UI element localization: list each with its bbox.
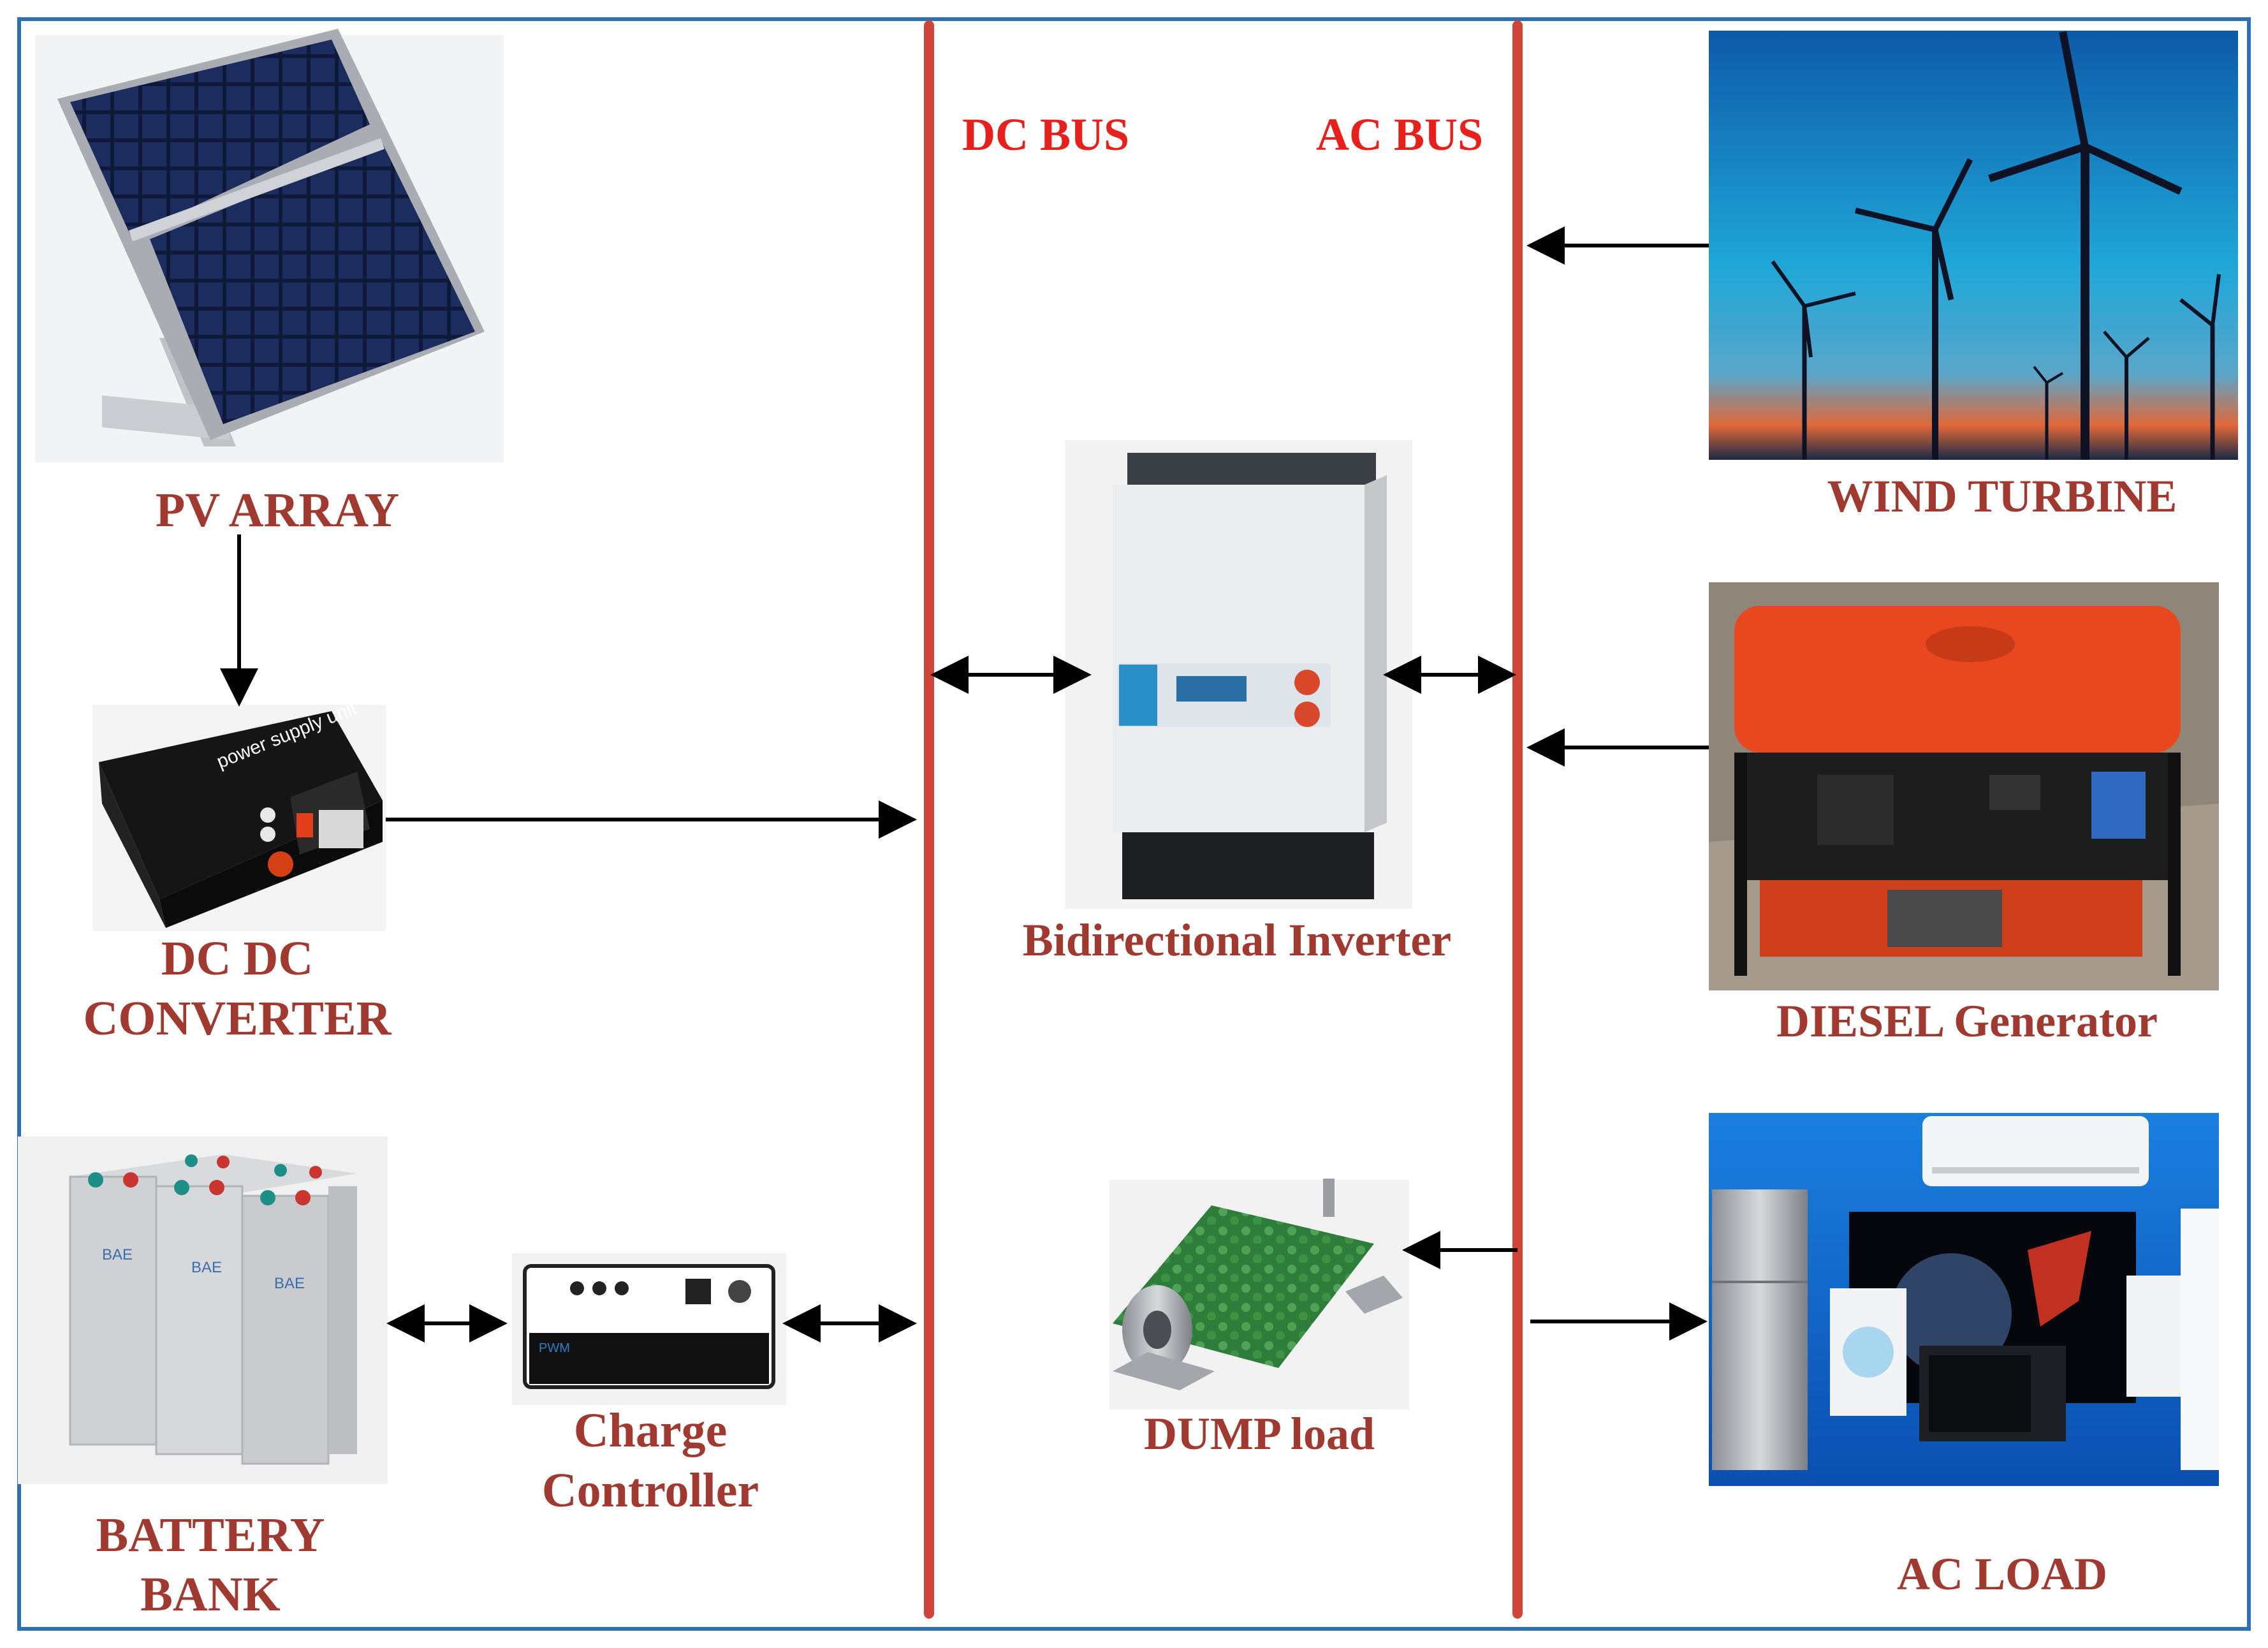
charge-controller-label-1: Charge: [574, 1404, 728, 1457]
pv-array-label: PV ARRAY: [156, 483, 399, 537]
bidirectional-inverter-label: Bidirectional Inverter: [1023, 915, 1452, 966]
dc-dc-converter-label-1: DC DC: [161, 932, 314, 985]
dump-load-label: DUMP load: [1144, 1408, 1375, 1459]
inverter-icon: [1065, 440, 1412, 909]
svg-text:PWM: PWM: [539, 1341, 570, 1355]
diagram-frame: [17, 17, 2251, 1631]
generator-icon: [1709, 582, 2219, 990]
diesel-generator-label: DIESEL Generator: [1776, 996, 2158, 1047]
dc-bus-label: DC BUS: [962, 109, 1129, 160]
svg-text:BAE: BAE: [102, 1246, 133, 1263]
ac-bus-label: AC BUS: [1316, 109, 1483, 160]
battery-bank-label-2: BANK: [140, 1568, 281, 1621]
wind-turbine-icon: [1709, 31, 2238, 460]
battery-bank-icon: BAE BAE BAE: [18, 1137, 388, 1484]
appliances-icon: [1709, 1113, 2219, 1486]
dc-dc-converter-label-2: CONVERTER: [84, 992, 392, 1045]
charge-controller-icon: PWM: [512, 1253, 786, 1405]
dc-dc-converter-icon: power supply unit: [92, 697, 386, 931]
ac-load-label: AC LOAD: [1897, 1549, 2107, 1600]
solar-panel-icon: [35, 29, 504, 462]
wind-turbine-label: WIND TURBINE: [1827, 471, 2177, 522]
charge-controller-label-2: Controller: [542, 1464, 759, 1517]
svg-text:BAE: BAE: [191, 1259, 222, 1276]
resistor-icon: [1109, 1179, 1409, 1409]
svg-text:BAE: BAE: [274, 1275, 305, 1292]
battery-bank-label-1: BATTERY: [96, 1508, 325, 1562]
